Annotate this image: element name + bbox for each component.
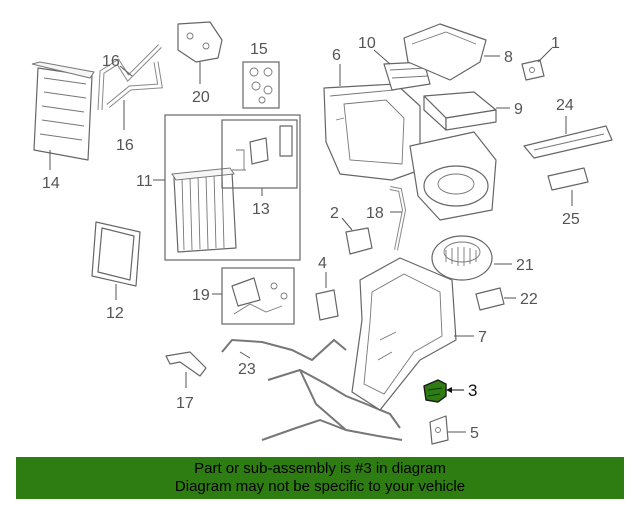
part-19-actuator	[231, 277, 288, 315]
part-3-highlighted	[423, 379, 447, 403]
callout-1: 1	[551, 35, 560, 52]
callout-3: 3	[468, 381, 477, 400]
part-23-harness	[221, 338, 403, 441]
callout-10: 10	[358, 35, 376, 52]
part-2-actuator	[345, 227, 373, 255]
banner-line-2: Diagram may not be specific to your vehi…	[174, 478, 466, 495]
part-21-blower-motor	[431, 235, 493, 281]
part-8-cover	[403, 23, 487, 81]
callout-12: 12	[106, 305, 124, 322]
part-16-heater-hoses	[97, 44, 163, 111]
part-17-bracket	[165, 351, 207, 377]
callout-15: 15	[250, 41, 268, 58]
part-20-cover	[177, 21, 223, 63]
callout-11: 11	[136, 173, 153, 190]
callout-23: 23	[238, 361, 256, 378]
callout-7: 7	[478, 329, 487, 346]
callout-24: 24	[556, 97, 574, 114]
callout-2: 2	[330, 205, 339, 222]
box-19	[221, 267, 295, 325]
callout-22: 22	[520, 291, 538, 308]
callout-16b: 16	[116, 137, 134, 154]
callout-9: 9	[514, 101, 523, 118]
callout-13: 13	[252, 201, 270, 218]
part-14-heater-core	[31, 61, 95, 161]
info-banner: Part or sub-assembly is #3 in diagram Di…	[16, 457, 624, 499]
part-1-sensor	[521, 59, 545, 81]
callout-16a: 16	[102, 53, 120, 70]
part-24-duct	[523, 125, 613, 159]
callout-17: 17	[176, 395, 194, 412]
part-15-seals	[249, 67, 273, 104]
part-6-hvac-housing	[323, 83, 497, 221]
part-4-module	[315, 289, 339, 321]
part-7-lower-housing	[351, 257, 457, 411]
part-10-duct	[383, 61, 431, 91]
callout-4: 4	[318, 255, 327, 272]
part-18-hose	[389, 186, 407, 251]
banner-line-1: Part or sub-assembly is #3 in diagram	[194, 460, 446, 477]
callout-8: 8	[504, 49, 513, 66]
callout-25: 25	[562, 211, 580, 228]
box-15	[242, 61, 280, 109]
callout-20: 20	[192, 89, 210, 106]
part-12-frame	[91, 221, 141, 287]
parts-diagram: 14 16 16 20 15 11 13	[31, 21, 613, 445]
callout-6: 6	[332, 47, 341, 64]
callout-18: 18	[366, 205, 384, 222]
box-11	[164, 114, 301, 261]
callout-21: 21	[516, 257, 534, 274]
callout-5: 5	[470, 425, 479, 442]
part-11-evaporator	[171, 167, 237, 253]
part-25-vent	[547, 167, 589, 191]
part-13-expansion-valve	[232, 125, 293, 171]
callout-19: 19	[192, 287, 210, 304]
part-9-filter	[423, 91, 497, 131]
box-13	[221, 119, 298, 189]
part-5-bracket	[429, 415, 449, 445]
part-22-resistor	[475, 287, 505, 311]
callout-14: 14	[42, 175, 60, 192]
